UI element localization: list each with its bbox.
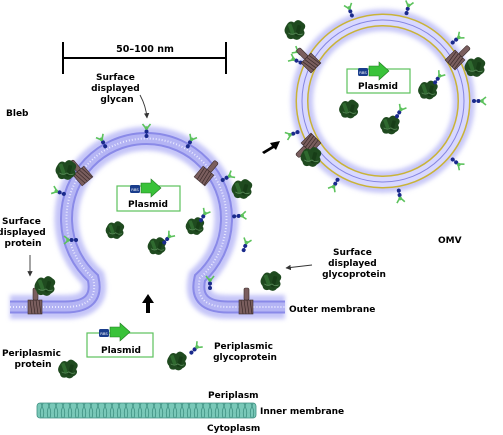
surface-protein-icon	[284, 20, 306, 40]
label-line: Periplasmic	[2, 349, 61, 359]
surface-glycan-icon	[450, 31, 465, 45]
plasmid-periplasm: RBS Plasmid	[86, 322, 154, 358]
periplasmic-glycoprotein-label: Periplasmic glycoprotein	[213, 342, 277, 363]
surface-glycan-icon	[472, 96, 487, 106]
arrow-up	[142, 294, 154, 313]
rbs-badge: RBS	[131, 187, 139, 192]
surface-protein-icon	[464, 57, 486, 77]
rbs-badge: RBS	[359, 70, 367, 75]
periplasmic-protein-icon	[105, 221, 125, 239]
cytoplasm-label: Cytoplasm	[207, 424, 260, 434]
plasmid-omv: RBS Plasmid	[346, 61, 411, 94]
callout-arrows	[27, 94, 313, 277]
membrane-anchor-icon	[27, 287, 43, 315]
label-line: glycoprotein	[322, 270, 386, 280]
periplasmic-protein-icon	[147, 237, 167, 255]
periplasmic-protein-icon	[339, 99, 359, 119]
surface-glycoprotein-label: Surface displayed glycoprotein	[322, 248, 386, 280]
glycan-icon	[433, 70, 446, 85]
inner-membrane-bar	[36, 402, 257, 419]
molecules-layer	[27, 0, 487, 379]
surface-glycan-icon	[404, 0, 414, 16]
rbs-badge: RBS	[100, 331, 108, 336]
surface-glycan-icon	[185, 133, 198, 149]
surface-glycan-icon	[95, 133, 108, 149]
label-line: Surface	[333, 248, 372, 258]
periplasmic-protein-label: Periplasmic protein	[2, 349, 64, 370]
surface-protein-icon	[231, 179, 253, 199]
membrane-anchor-icon	[444, 45, 471, 71]
surface-protein-icon	[55, 160, 77, 180]
surface-glycan-icon	[232, 210, 247, 220]
surface-glycan-icon	[343, 2, 354, 18]
scale-bar	[62, 42, 227, 74]
plasmid-label: Plasmid	[101, 346, 141, 356]
bleb-membrane	[10, 126, 285, 319]
surface-protein-icon	[300, 147, 322, 167]
arrow-to-omv	[262, 141, 280, 154]
surface-glycan-label: Surface displayed glycan	[91, 73, 143, 105]
membrane-anchor-icon	[296, 47, 322, 74]
outer-membrane-label: Outer membrane	[289, 305, 375, 315]
membrane-anchor-icon	[238, 287, 254, 315]
omv-label: OMV	[438, 236, 462, 246]
surface-glycan-icon	[50, 185, 66, 196]
plasmid-label: Plasmid	[358, 82, 398, 92]
periplasmic-protein-icon	[418, 80, 438, 100]
glycan-icon	[162, 230, 176, 245]
label-line: displayed	[91, 84, 140, 94]
label-line: displayed	[328, 259, 377, 269]
surface-glycan-icon	[450, 157, 465, 171]
glycan-icon	[189, 341, 203, 355]
surface-glycan-icon	[396, 188, 406, 204]
surface-glycan-icon	[220, 170, 236, 182]
glycan-icon	[395, 103, 407, 119]
surface-glycan-icon	[241, 237, 252, 253]
glycan-icon	[199, 207, 211, 223]
surface-glycan-icon	[327, 177, 340, 193]
label-line: Surface	[96, 73, 135, 83]
label-line: glycoprotein	[213, 353, 277, 363]
membrane-anchor-icon	[193, 160, 219, 187]
surface-protein-icon	[34, 276, 56, 296]
label-line: glycan	[100, 95, 133, 105]
surface-glycan-icon	[63, 235, 78, 245]
bleb-label: Bleb	[6, 109, 29, 119]
omv-vesicle	[291, 9, 475, 193]
periplasmic-protein-icon	[380, 115, 400, 135]
surface-glycan-icon	[141, 123, 152, 138]
periplasmic-glycoprotein-icon	[167, 351, 187, 371]
surface-glycan-icon	[205, 275, 215, 290]
surface-glycan-icon	[284, 130, 300, 141]
plasmid-label: Plasmid	[128, 200, 168, 210]
surface-protein-label: Surface displayed protein	[0, 217, 49, 249]
scale-bar-label: 50–100 nm	[116, 44, 174, 55]
label-line: displayed	[0, 228, 46, 238]
inner-membrane-label: Inner membrane	[260, 407, 344, 417]
label-line: protein	[5, 239, 42, 249]
periplasm-label: Periplasm	[208, 391, 259, 401]
plasmid-bleb: RBS Plasmid	[116, 178, 181, 212]
periplasmic-protein-icon	[185, 217, 205, 235]
periplasmic-protein-icon	[58, 359, 78, 379]
label-line: Surface	[2, 217, 41, 227]
label-line: protein	[15, 360, 52, 370]
label-line: Periplasmic	[214, 342, 273, 352]
surface-glycoprotein-icon	[260, 271, 282, 291]
